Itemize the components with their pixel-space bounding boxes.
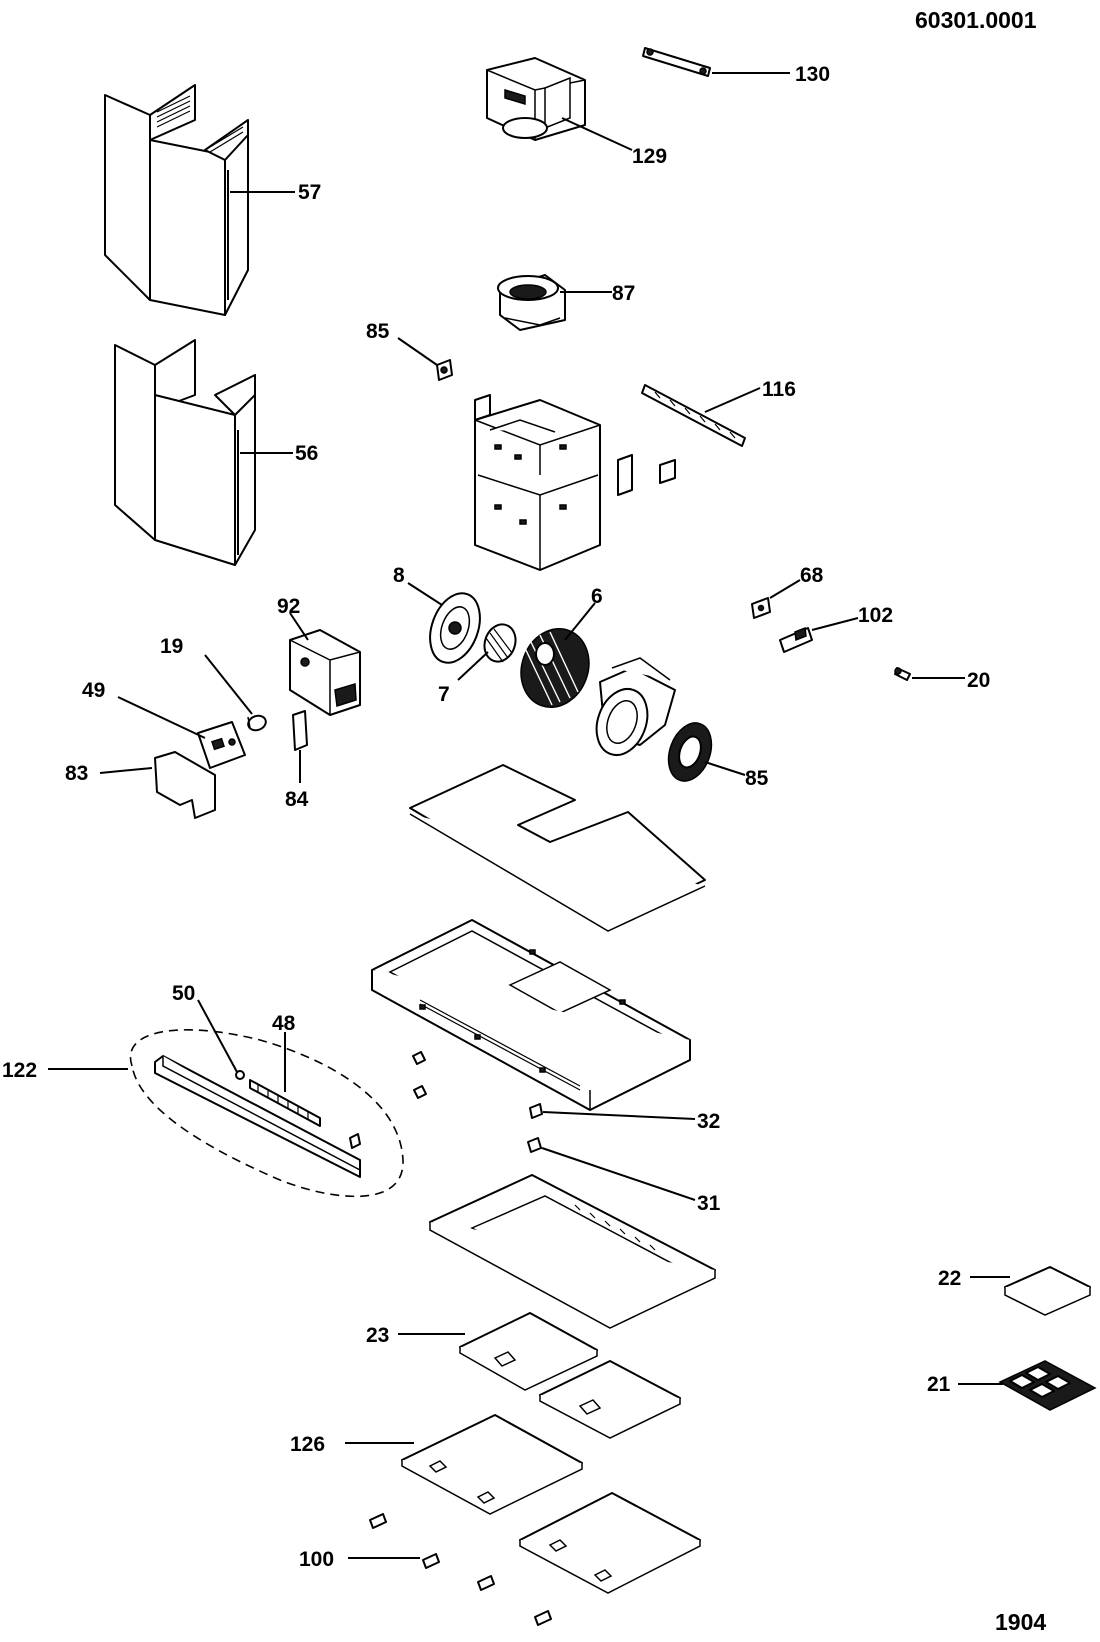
callout-126: 126 [290, 1433, 325, 1456]
callout-31: 31 [697, 1192, 721, 1215]
callout-20: 20 [967, 669, 990, 692]
callout-92: 92 [277, 595, 300, 618]
part-85-inlet-ring [667, 722, 713, 782]
part-19-knob [247, 714, 267, 732]
leader-6 [564, 602, 596, 641]
leader-19 [204, 654, 253, 715]
callout-22: 22 [938, 1267, 961, 1290]
part-8-motor-plate [429, 592, 481, 664]
callout-8: 8 [393, 564, 405, 587]
callout-85-lower: 85 [745, 767, 769, 790]
part-23-grease-filter-2 [539, 1360, 681, 1439]
callout-19: 19 [160, 635, 183, 658]
part-31-clip [527, 1137, 542, 1153]
callout-130: 130 [795, 63, 830, 86]
part-hood-frame [371, 919, 691, 1111]
leader-31 [541, 1147, 696, 1201]
page-code: 1904 [995, 1609, 1046, 1635]
callout-57: 57 [298, 181, 321, 204]
part-92-control-box [289, 629, 361, 716]
callout-84: 84 [285, 788, 309, 811]
callout-116: 116 [762, 378, 796, 401]
part-83-cover-plate [154, 751, 216, 819]
callout-48: 48 [272, 1012, 296, 1035]
part-116-rail-strip [641, 384, 746, 447]
part-upper-baffle-panel [409, 764, 706, 932]
part-87-damper [497, 274, 566, 331]
callout-102: 102 [858, 604, 893, 627]
part-56-lower-chimney-cover [114, 339, 256, 566]
part-84-switch [292, 710, 308, 751]
part-57-upper-chimney-cover [104, 84, 249, 316]
part-frame-fasteners [412, 1051, 427, 1099]
callout-56: 56 [295, 442, 318, 465]
part-bottom-tray [429, 1174, 716, 1329]
leader-83 [99, 767, 153, 774]
part-22-charcoal-filter [1004, 1266, 1091, 1316]
callout-50: 50 [172, 982, 195, 1005]
part-49-control-board [197, 721, 246, 769]
leader-49 [117, 696, 206, 739]
part-129-duct-adapter [486, 57, 586, 141]
document-number: 60301.0001 [915, 7, 1037, 33]
part-126-large-filter [401, 1414, 583, 1515]
part-21-filter-frame [998, 1360, 1097, 1411]
leader-50 [197, 999, 238, 1073]
part-housing-brackets [474, 394, 676, 496]
callout-122: 122 [2, 1059, 37, 1082]
part-100-filter-latch [369, 1513, 552, 1626]
callout-6: 6 [591, 585, 603, 608]
leader-68 [769, 579, 801, 599]
part-102-bracket [779, 626, 813, 653]
part-blower-scroll [595, 657, 676, 756]
callout-21: 21 [927, 1373, 951, 1396]
part-68-switch-clip [751, 597, 771, 619]
callout-87: 87 [612, 282, 635, 305]
part-motor-housing [474, 399, 601, 571]
part-32-clip [529, 1103, 543, 1119]
callout-32: 32 [697, 1110, 720, 1133]
leader-85-lower [704, 761, 746, 776]
leader-92 [289, 612, 309, 641]
callout-68: 68 [800, 564, 824, 587]
part-7-motor [483, 623, 517, 663]
leader-129 [561, 117, 633, 151]
part-85-clip-upper [436, 359, 453, 381]
part-122-light-bar-assembly [129, 1029, 404, 1198]
leader-8 [407, 582, 443, 606]
leader-32 [542, 1111, 696, 1120]
leader-7 [457, 651, 489, 681]
leader-116 [704, 387, 761, 413]
callout-49: 49 [82, 679, 105, 702]
callout-83: 83 [65, 762, 88, 785]
part-23-grease-filter [459, 1312, 598, 1391]
callout-85-upper: 85 [366, 320, 390, 343]
part-20-screw [894, 667, 911, 681]
callout-7: 7 [438, 683, 450, 706]
callout-129: 129 [632, 145, 667, 168]
callout-100: 100 [299, 1548, 334, 1571]
callout-23: 23 [366, 1324, 389, 1347]
part-6-impeller [520, 628, 590, 708]
part-126-large-filter-2 [519, 1492, 701, 1594]
leader-85-upper [397, 337, 438, 366]
part-130-bracket-rail [642, 47, 711, 77]
leader-102 [811, 617, 859, 631]
